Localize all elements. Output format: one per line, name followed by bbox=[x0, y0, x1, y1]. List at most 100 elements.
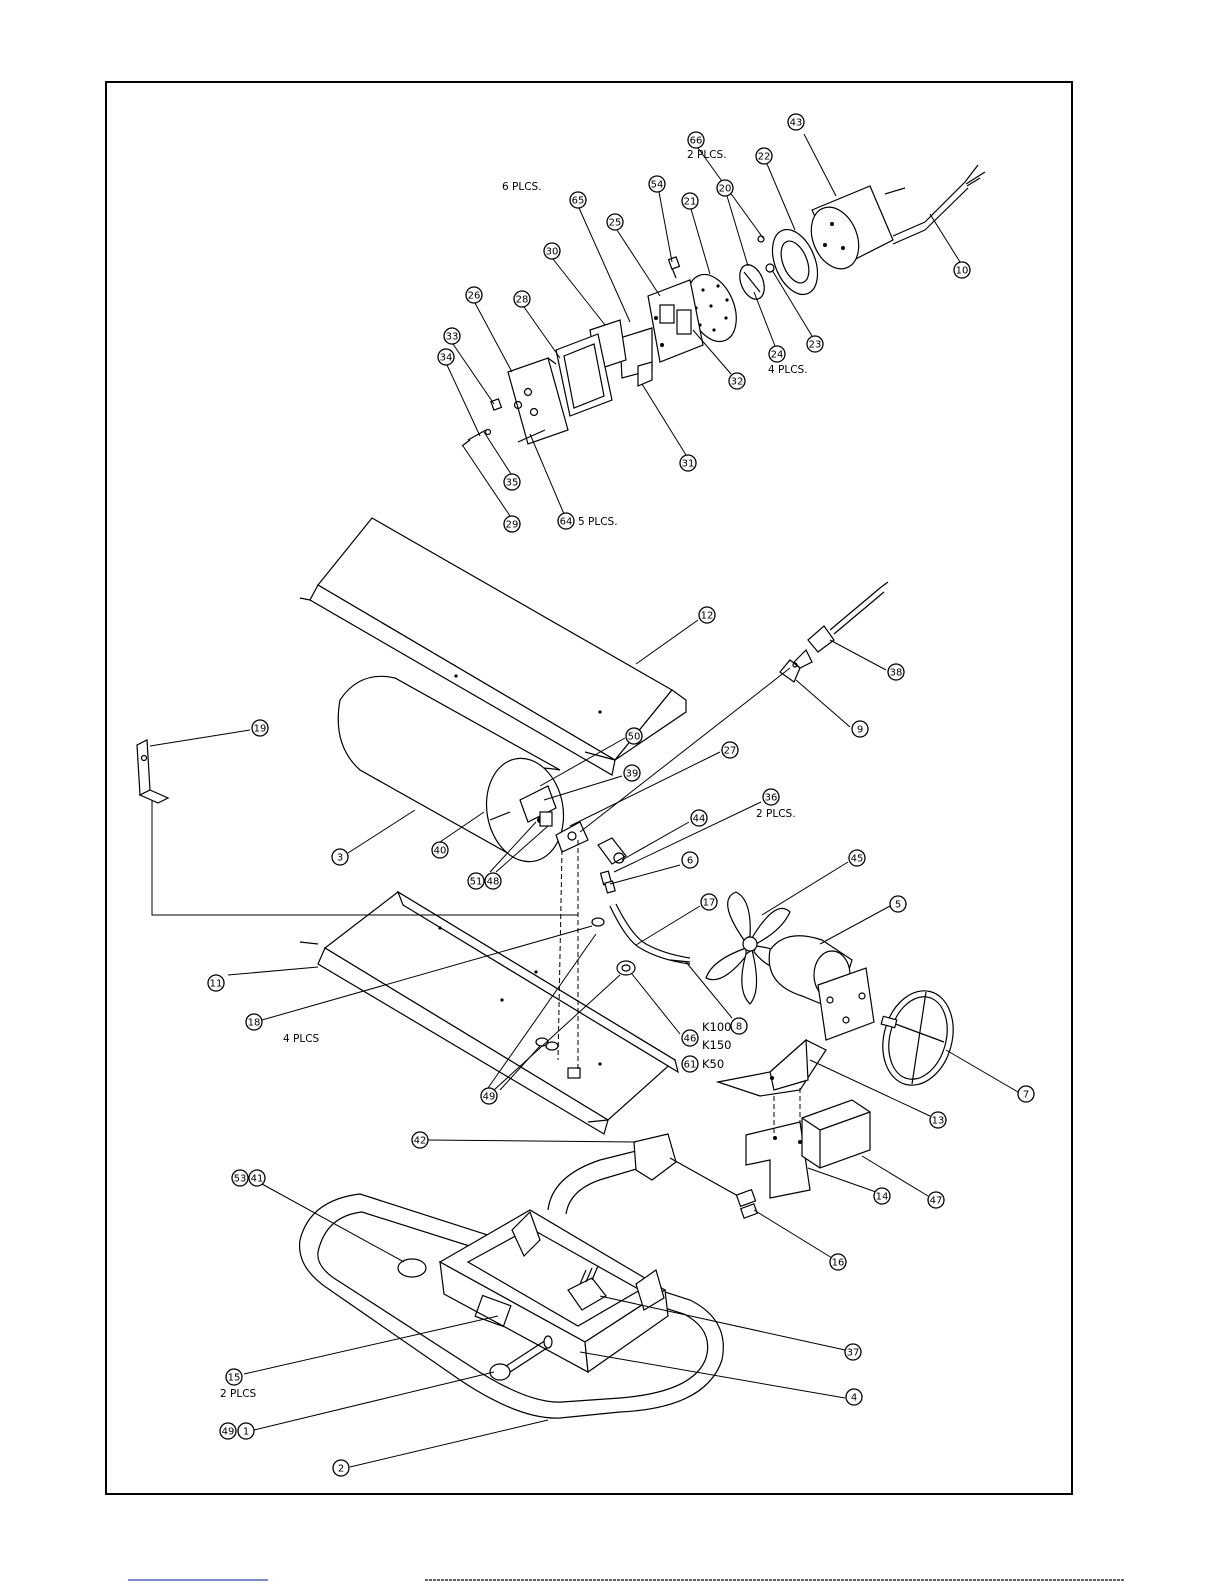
svg-text:17: 17 bbox=[703, 898, 716, 909]
end-cover-26 bbox=[508, 358, 568, 444]
motor-43 bbox=[803, 186, 925, 276]
callout-22: 22 bbox=[756, 148, 772, 164]
svg-text:30: 30 bbox=[546, 247, 559, 258]
svg-text:8: 8 bbox=[736, 1022, 742, 1033]
grommet-46 bbox=[617, 961, 635, 975]
callout-1: 1 bbox=[238, 1423, 254, 1439]
svg-text:19: 19 bbox=[254, 724, 267, 735]
svg-text:16: 16 bbox=[832, 1258, 845, 1269]
callout-51: 51 bbox=[468, 873, 484, 889]
svg-text:1: 1 bbox=[243, 1427, 249, 1438]
svg-text:18: 18 bbox=[248, 1018, 261, 1029]
svg-text:35: 35 bbox=[506, 478, 519, 489]
callout-31: 31 bbox=[680, 455, 696, 471]
callout-5: 5 bbox=[890, 896, 906, 912]
callout-2: 2 bbox=[333, 1460, 349, 1476]
note-24-qty: 4 PLCS. bbox=[768, 364, 808, 376]
callout-4: 4 bbox=[846, 1389, 862, 1405]
svg-text:23: 23 bbox=[809, 340, 822, 351]
svg-text:14: 14 bbox=[876, 1192, 889, 1203]
model-label-k100: K100 bbox=[702, 1020, 732, 1034]
callout-39: 39 bbox=[624, 765, 640, 781]
fuel-line-17 bbox=[610, 904, 690, 964]
callout-11: 11 bbox=[208, 975, 224, 991]
callout-24: 24 bbox=[769, 346, 785, 362]
callout-44: 44 bbox=[691, 810, 707, 826]
svg-text:40: 40 bbox=[434, 846, 447, 857]
callout-50: 50 bbox=[626, 728, 642, 744]
bracket-42 bbox=[634, 1134, 676, 1180]
callout-40: 40 bbox=[432, 842, 448, 858]
callout-49-upper: 49 bbox=[481, 1088, 497, 1104]
svg-text:22: 22 bbox=[758, 152, 771, 163]
bracket-19 bbox=[137, 740, 168, 803]
svg-text:26: 26 bbox=[468, 291, 481, 302]
svg-text:47: 47 bbox=[930, 1196, 943, 1207]
callout-29: 29 bbox=[504, 516, 520, 532]
callout-10: 10 bbox=[954, 262, 970, 278]
igniter-38 bbox=[808, 582, 888, 652]
callout-9: 9 bbox=[852, 721, 868, 737]
callout-26: 26 bbox=[466, 287, 482, 303]
callout-25: 25 bbox=[607, 214, 623, 230]
callout-64: 64 bbox=[558, 513, 574, 529]
model-label-k150: K150 bbox=[702, 1038, 732, 1052]
callout-46: 46 bbox=[682, 1030, 698, 1046]
svg-text:48: 48 bbox=[487, 877, 500, 888]
svg-text:15: 15 bbox=[228, 1373, 241, 1384]
svg-text:12: 12 bbox=[701, 611, 714, 622]
svg-text:41: 41 bbox=[251, 1174, 264, 1185]
svg-text:65: 65 bbox=[572, 196, 585, 207]
electrical-box-47 bbox=[802, 1100, 870, 1168]
svg-text:44: 44 bbox=[693, 814, 706, 825]
callout-54: 54 bbox=[649, 176, 665, 192]
svg-text:29: 29 bbox=[506, 520, 519, 531]
svg-text:31: 31 bbox=[682, 459, 695, 470]
svg-text:46: 46 bbox=[684, 1034, 697, 1045]
note-66-qty: 2 PLCS. bbox=[687, 149, 727, 161]
svg-text:37: 37 bbox=[847, 1348, 860, 1359]
svg-text:43: 43 bbox=[790, 118, 803, 129]
svg-text:51: 51 bbox=[470, 877, 483, 888]
callout-36: 36 bbox=[763, 789, 779, 805]
callout-19: 19 bbox=[252, 720, 268, 736]
callout-49-lower: 49 bbox=[220, 1423, 236, 1439]
nozzle-44 bbox=[598, 838, 626, 864]
callout-12: 12 bbox=[699, 607, 715, 623]
svg-text:49: 49 bbox=[222, 1427, 235, 1438]
svg-text:3: 3 bbox=[337, 853, 343, 864]
motor-bracket-13 bbox=[718, 1040, 826, 1096]
svg-text:39: 39 bbox=[626, 769, 639, 780]
callout-65: 65 bbox=[570, 192, 586, 208]
svg-text:27: 27 bbox=[724, 746, 737, 757]
model-label-k50: K50 bbox=[702, 1057, 724, 1071]
callout-18: 18 bbox=[246, 1014, 262, 1030]
callout-48: 48 bbox=[485, 873, 501, 889]
svg-text:24: 24 bbox=[771, 350, 784, 361]
svg-text:36: 36 bbox=[765, 793, 778, 804]
callout-61: 61 bbox=[682, 1056, 698, 1072]
note-65-qty: 6 PLCS. bbox=[502, 181, 542, 193]
callout-43: 43 bbox=[788, 114, 804, 130]
svg-text:13: 13 bbox=[932, 1116, 945, 1127]
filter-16 bbox=[670, 1158, 757, 1218]
svg-text:6: 6 bbox=[687, 856, 693, 867]
svg-text:42: 42 bbox=[414, 1136, 427, 1147]
callout-41: 41 bbox=[249, 1170, 265, 1186]
callout-6: 6 bbox=[682, 852, 698, 868]
callout-33: 33 bbox=[444, 328, 460, 344]
callout-32: 32 bbox=[729, 373, 745, 389]
rotor-20 bbox=[735, 261, 769, 303]
motor-5 bbox=[769, 936, 874, 1040]
svg-text:21: 21 bbox=[684, 197, 697, 208]
svg-text:64: 64 bbox=[560, 517, 573, 528]
callout-35: 35 bbox=[504, 474, 520, 490]
svg-text:50: 50 bbox=[628, 732, 641, 743]
callout-7: 7 bbox=[1018, 1086, 1034, 1102]
svg-text:10: 10 bbox=[956, 266, 969, 277]
fan-motor-group bbox=[706, 862, 1018, 1198]
note-36-qty: 2 PLCS. bbox=[756, 808, 796, 820]
svg-text:33: 33 bbox=[446, 332, 459, 343]
svg-text:61: 61 bbox=[684, 1060, 697, 1071]
